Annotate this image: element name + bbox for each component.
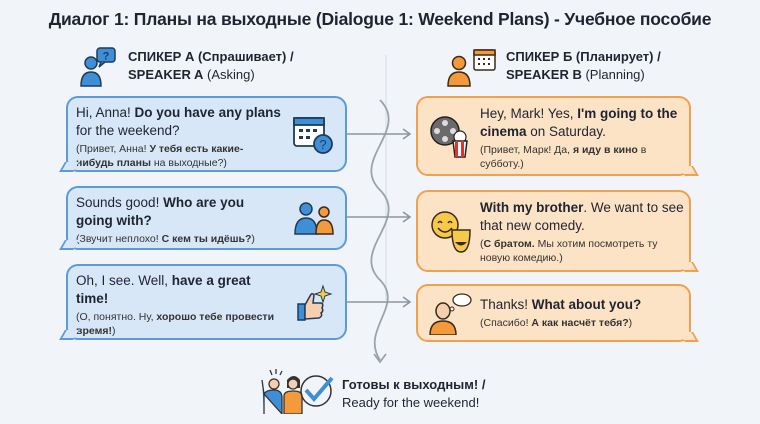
person-calendar-icon [447, 49, 496, 87]
text-segment: ) [628, 317, 633, 329]
text-segment: ) [111, 325, 116, 337]
bubble-speaker-b-3: Thanks! What about you? (Спасибо! А как н… [416, 284, 699, 342]
text-segment: С братом. [483, 238, 535, 250]
person-question-icon: ? [80, 47, 116, 87]
calendar-question-icon: ? [293, 117, 333, 154]
wavy-flow-line [370, 99, 390, 361]
svg-text:?: ? [103, 51, 110, 63]
text-segment: ) [251, 233, 255, 245]
text-segment: ( [480, 238, 484, 250]
text-segment: Oh, I see. Well, [76, 273, 172, 288]
text-segment: хорошо тебе провести время! [76, 311, 275, 337]
thinking-person-icon [429, 293, 472, 335]
bubble-speaker-b-1: Hey, Mark! Yes, I'm going to the cinema … [416, 96, 699, 176]
text-segment: (О, понятно. Ну, [76, 311, 157, 323]
text-segment: Sounds good! [76, 195, 164, 210]
text-segment: With my brother [480, 200, 584, 215]
text-segment: Hey, Mark! Yes, [480, 106, 578, 121]
speaker-a-header: СПИКЕР А (Спрашивает) / SPEAKER A (Askin… [128, 49, 294, 82]
text-segment: я иду в кино [572, 144, 638, 156]
speaker-b-header: СПИКЕР Б (Планирует) / SPEAKER B (Planni… [506, 49, 661, 82]
text-segment: Who are you going with? [76, 195, 245, 228]
film-popcorn-icon [430, 116, 468, 158]
russian-line: (Звучит неплохо! С кем ты идёшь?) [76, 232, 281, 246]
text-segment: А как насчёт тебя? [531, 317, 629, 329]
text-segment: on Saturday. [526, 124, 606, 139]
russian-line: (Спасибо! А как насчёт тебя?) [480, 316, 685, 330]
russian-line: (С братом. Мы хотим посмотреть ту новую … [480, 237, 685, 265]
two-people-icon [294, 202, 334, 235]
text-segment: . We want to see that new comedy. [480, 200, 684, 233]
text-segment: (Привет, Марк! Да, [480, 144, 573, 156]
comedy-masks-icon [431, 211, 471, 253]
text-segment: (Привет, Анна! [76, 143, 150, 155]
svg-text:?: ? [319, 137, 326, 152]
english-line: Hi, Anna! Do you have any plans for the … [76, 104, 281, 140]
page-title: Диалог 1: Планы на выходные (Dialogue 1:… [48, 9, 712, 29]
english-line: Hey, Mark! Yes, I'm going to the cinema … [480, 105, 685, 141]
text-segment: have a great time! [76, 273, 251, 306]
text-segment: Hi, Anna! [76, 105, 135, 120]
text-segment: for the weekend? [76, 123, 180, 138]
bubble-speaker-b-2: With my brother. We want to see that new… [416, 190, 699, 272]
text-segment: У тебя есть какие-нибудь планы [76, 143, 244, 169]
people-check-icon [261, 369, 334, 414]
footer-text: Готовы к выходным! / Ready for the weeke… [342, 377, 486, 410]
english-line: Oh, I see. Well, have a great time! [76, 272, 281, 308]
text-segment: Мы хотим посмотреть ту новую комедию.) [480, 238, 658, 264]
russian-line: (О, понятно. Ну, хорошо тебе провести вр… [76, 310, 281, 338]
bubble-speaker-a-3: Oh, I see. Well, have a great time!(О, п… [59, 264, 347, 340]
english-line: Sounds good! Who are you going with? [76, 194, 281, 230]
thumbs-up-icon [297, 284, 333, 321]
bubble-speaker-a-1: Hi, Anna! Do you have any plans for the … [59, 96, 347, 172]
russian-line: (Привет, Марк! Да, я иду в кино в суббот… [480, 143, 685, 171]
russian-line: (Привет, Анна! У тебя есть какие-нибудь … [76, 142, 281, 170]
text-segment: Do you have any plans [134, 105, 281, 120]
text-segment: I'm going to the cinema [480, 106, 678, 139]
english-line: Thanks! What about you? [480, 296, 685, 314]
text-segment: на выходные?) [150, 157, 227, 169]
text-segment: (Спасибо! [480, 317, 532, 329]
text-segment: Thanks! [480, 297, 532, 312]
text-segment: (Звучит неплохо! [76, 233, 162, 245]
english-line: With my brother. We want to see that new… [480, 199, 685, 235]
bubble-speaker-a-2: Sounds good! Who are you going with? (Зву… [59, 186, 347, 250]
text-segment: в субботу.) [480, 144, 647, 170]
text-segment: What about you? [531, 297, 642, 312]
text-segment: С кем ты идёшь? [161, 233, 252, 245]
